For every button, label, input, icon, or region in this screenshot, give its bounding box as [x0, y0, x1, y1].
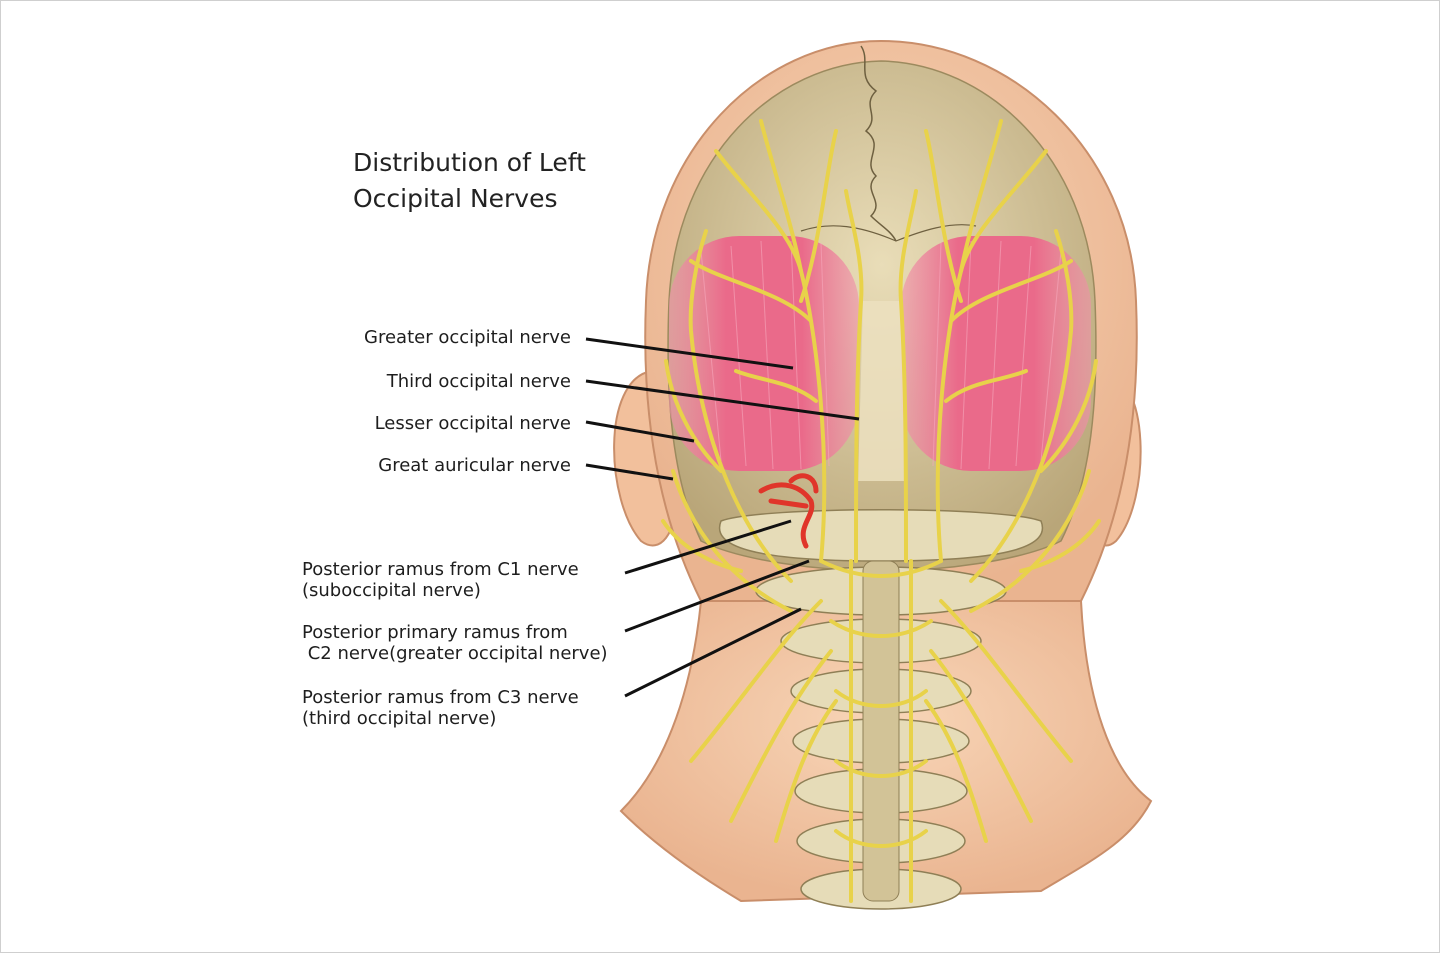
title-line-1: Distribution of Left: [353, 148, 586, 177]
label-great-auricular-nerve: Great auricular nerve: [331, 455, 571, 476]
label-text: Great auricular nerve: [378, 455, 571, 476]
label-text: Lesser occipital nerve: [374, 413, 571, 434]
leader-c1: [624, 519, 792, 575]
nerve-network: [661, 119, 1101, 903]
label-subtext: C2 nerve(greater occipital nerve): [302, 643, 608, 664]
leader-c3: [624, 607, 802, 698]
external-occipital-crest: [858, 301, 906, 481]
right-semispinalis-muscle: [901, 236, 1091, 471]
label-posterior-ramus-c3: Posterior ramus from C3 nerve (third occ…: [302, 687, 579, 729]
label-subtext: (suboccipital nerve): [302, 580, 481, 601]
leader-c2: [624, 559, 810, 633]
label-posterior-ramus-c1: Posterior ramus from C1 nerve (suboccipi…: [302, 559, 579, 601]
label-text: Posterior ramus from C3 nerve: [302, 687, 579, 708]
title-line-2: Occipital Nerves: [353, 184, 558, 213]
label-greater-occipital-nerve: Greater occipital nerve: [331, 327, 571, 348]
label-text: Posterior primary ramus from: [302, 622, 568, 643]
label-lesser-occipital-nerve: Lesser occipital nerve: [331, 413, 571, 434]
diagram-title: Distribution of Left Occipital Nerves: [353, 145, 586, 217]
label-text: Greater occipital nerve: [364, 327, 571, 348]
label-subtext: (third occipital nerve): [302, 708, 497, 729]
sagittal-suture: [860, 45, 897, 242]
leader-third-occipital: [585, 379, 860, 421]
label-third-occipital-nerve: Third occipital nerve: [331, 371, 571, 392]
label-posterior-primary-ramus-c2: Posterior primary ramus from C2 nerve(gr…: [302, 622, 608, 664]
occipital-artery: [758, 473, 819, 549]
lambdoid-suture: [800, 224, 977, 242]
label-text: Third occipital nerve: [386, 371, 571, 392]
leader-lines: [585, 337, 860, 698]
leader-lesser-occipital: [585, 420, 695, 443]
label-text: Posterior ramus from C1 nerve: [302, 559, 579, 580]
leader-greater-occipital: [585, 337, 794, 370]
leader-great-auricular: [585, 463, 674, 481]
